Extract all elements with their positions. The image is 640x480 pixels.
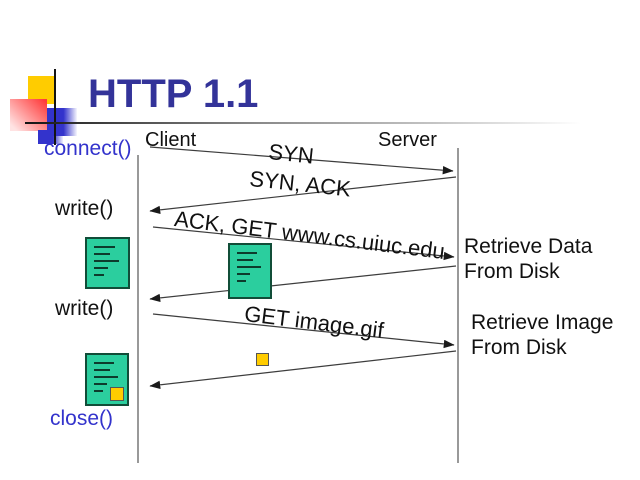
decor-vertical-line [54, 69, 56, 145]
title-underline [25, 122, 610, 124]
document-text-line [237, 252, 258, 254]
document-text-line [94, 369, 110, 371]
message-arrow-ack-get-page [152, 226, 455, 261]
document-text-line [237, 259, 253, 261]
document-text-line [237, 266, 262, 268]
server-note-line: Retrieve Data [464, 235, 593, 258]
message-arrow-syn [149, 146, 454, 175]
document-text-line [237, 273, 251, 275]
message-arrow-page-data-response [149, 265, 457, 303]
message-arrow-syn-ack [149, 176, 457, 215]
document-text-line [94, 260, 120, 262]
document-icon-page-doc-client [85, 237, 130, 289]
document-text-line [94, 376, 119, 378]
server-note-line: From Disk [471, 336, 567, 359]
document-icon-page-doc-transfer [228, 243, 272, 299]
slide-title: HTTP 1.1 [88, 72, 259, 116]
document-text-line [94, 383, 108, 385]
document-icon-page-doc-with-image [85, 353, 129, 406]
server-note-line: From Disk [464, 260, 560, 283]
document-text-line [94, 362, 115, 364]
lifeline-label-server: Server [378, 129, 437, 151]
document-text-line [237, 280, 247, 282]
message-arrow-get-image [152, 313, 455, 349]
document-text-line [94, 267, 108, 269]
decor-pink-square [10, 99, 47, 131]
client-call-close: close() [50, 407, 114, 430]
image-stamp-icon [110, 387, 124, 401]
client-call-write-2: write() [55, 297, 114, 320]
client-call-connect: connect() [44, 137, 132, 160]
message-label-syn: SYN [267, 139, 316, 169]
decor-blue-square-small [38, 130, 63, 144]
document-text-line [94, 390, 104, 392]
client-call-write-1: write() [55, 197, 114, 220]
image-file-icon-image-file-transfer [256, 353, 269, 366]
server-note-line: Retrieve Image [471, 311, 614, 334]
message-arrow-image-data-response [149, 350, 457, 390]
document-text-line [94, 246, 116, 248]
lifeline-label-client: Client [145, 129, 197, 151]
document-text-line [94, 253, 111, 255]
document-text-line [94, 274, 104, 276]
